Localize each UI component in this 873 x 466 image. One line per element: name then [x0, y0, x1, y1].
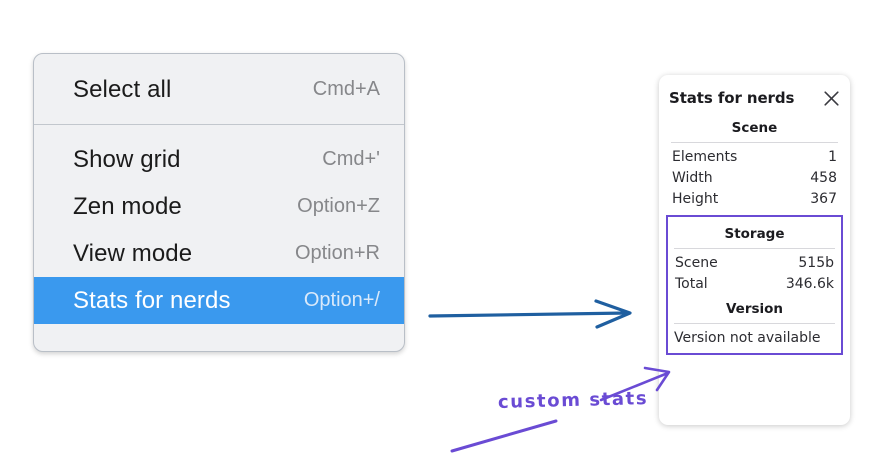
stat-value: 367 — [810, 190, 837, 207]
stat-key: Height — [672, 190, 719, 207]
section-heading: Version — [725, 301, 784, 317]
stat-key: Total — [675, 275, 708, 292]
table-row: Elements 1 — [669, 146, 840, 167]
menu-group-primary: Select all Cmd+A — [34, 54, 404, 124]
menu-item-label: View mode — [73, 239, 193, 267]
menu-item-label: Stats for nerds — [73, 286, 231, 314]
stats-section-storage: Storage Scene 515b Total 346.6k — [672, 219, 837, 294]
menu-group-secondary: Show grid Cmd+' Zen mode Option+Z View m… — [34, 125, 404, 335]
menu-item-zen-mode[interactable]: Zen mode Option+Z — [34, 183, 404, 230]
section-divider — [671, 142, 838, 143]
handwritten-annotation-label: custom stats — [497, 388, 649, 413]
menu-item-shortcut: Cmd+' — [322, 148, 380, 170]
version-value: Version not available — [674, 330, 821, 346]
menu-item-view-mode[interactable]: View mode Option+R — [34, 230, 404, 277]
table-row: Scene 515b — [672, 252, 837, 273]
stats-section-version: Version Version not available — [672, 294, 837, 347]
blue-arrow-annotation — [428, 299, 632, 329]
menu-item-shortcut: Option+/ — [303, 289, 380, 311]
purple-underline-annotation — [450, 419, 558, 453]
table-row: Height 367 — [669, 188, 840, 209]
stat-value: 515b — [798, 254, 834, 271]
section-divider — [674, 248, 835, 249]
stats-panel-title: Stats for nerds — [669, 89, 795, 107]
stat-value: 458 — [810, 169, 837, 186]
stat-key: Elements — [672, 148, 738, 165]
section-heading: Scene — [731, 120, 778, 136]
stat-value: 1 — [828, 148, 837, 165]
menu-item-select-all[interactable]: Select all Cmd+A — [34, 66, 404, 113]
section-heading: Storage — [724, 226, 785, 242]
stat-key: Width — [672, 169, 713, 186]
menu-separator — [34, 124, 404, 125]
stats-panel-header: Stats for nerds — [669, 75, 840, 113]
menu-item-shortcut: Option+R — [294, 242, 380, 264]
table-row: Total 346.6k — [672, 273, 837, 294]
stats-for-nerds-panel: Stats for nerds Scene Elements 1 Width 4… — [659, 75, 850, 425]
menu-item-show-grid[interactable]: Show grid Cmd+' — [34, 136, 404, 183]
stat-value: 346.6k — [785, 275, 834, 292]
custom-stats-region: Storage Scene 515b Total 346.6k Version … — [666, 215, 843, 355]
menu-item-shortcut: Option+Z — [297, 195, 380, 217]
close-icon[interactable] — [823, 90, 840, 107]
menu-item-stats-for-nerds[interactable]: Stats for nerds Option+/ — [34, 277, 404, 324]
context-menu[interactable]: Select all Cmd+A Show grid Cmd+' Zen mod… — [33, 53, 405, 352]
section-divider — [674, 323, 835, 324]
menu-item-label: Zen mode — [73, 192, 182, 220]
table-row: Width 458 — [669, 167, 840, 188]
stats-section-scene: Scene Elements 1 Width 458 Height 367 — [669, 113, 840, 209]
menu-item-shortcut: Cmd+A — [312, 78, 380, 100]
stat-key: Scene — [675, 254, 718, 271]
menu-item-label: Show grid — [73, 145, 181, 173]
menu-item-label: Select all — [73, 75, 172, 103]
